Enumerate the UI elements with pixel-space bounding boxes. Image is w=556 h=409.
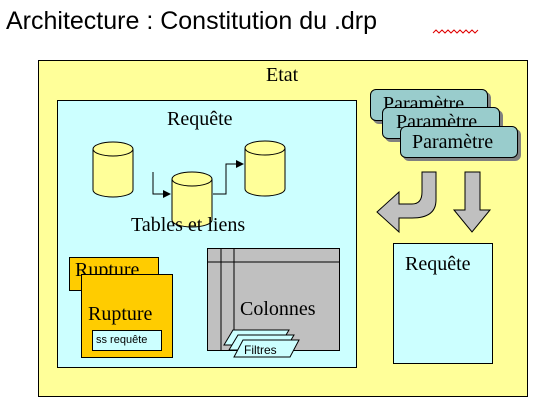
database-icon [92, 141, 134, 198]
etat-label: Etat [266, 64, 299, 86]
database-icon [244, 140, 286, 197]
parametre-label: Paramètre [412, 131, 494, 153]
filtres-label: Filtres [244, 343, 277, 357]
requete-result-label: Requête [405, 253, 471, 275]
curved-arrow-left-icon [376, 171, 437, 234]
requete-label: Requête [167, 108, 233, 130]
connector-arrow [152, 172, 171, 198]
database-icon [171, 171, 213, 228]
tables-label: Tables et liens [131, 214, 246, 236]
page-title: Architecture : Constitution du .drp [6, 7, 378, 35]
arrow-down-icon [452, 171, 492, 233]
spellcheck-underline [432, 29, 479, 34]
ss-requete-box [92, 330, 162, 351]
requete-result-box [393, 243, 493, 364]
connector-arrow [213, 160, 244, 195]
colonnes-label: Colonnes [240, 298, 316, 320]
ss-requete-label: ss requête [96, 334, 148, 346]
rupture-label: Rupture [88, 303, 153, 325]
parametre-card [400, 126, 518, 158]
